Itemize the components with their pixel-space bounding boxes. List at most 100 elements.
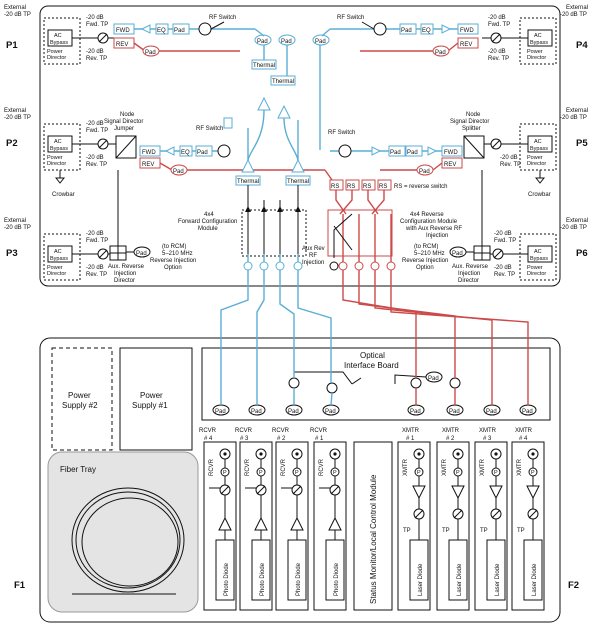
- photo-diode-box: [287, 539, 307, 601]
- svg-text:# 3: # 3: [483, 436, 492, 442]
- port-p6: P6: [576, 248, 588, 259]
- svg-text:RF Switch: RF Switch: [209, 15, 236, 21]
- connector-dot: [223, 452, 227, 456]
- svg-text:REV: REV: [116, 42, 128, 48]
- svg-text:5–210 MHz: 5–210 MHz: [414, 251, 445, 257]
- svg-text:(to RCM): (to RCM): [162, 244, 186, 250]
- upper-housing: [39, 5, 561, 287]
- svg-text:Pad: Pad: [315, 39, 326, 45]
- svg-text:Pad: Pad: [419, 169, 430, 175]
- laser-diode-label: Laser Diode: [418, 563, 424, 596]
- port-p5: P5: [576, 138, 588, 149]
- power-monitor-label: P: [259, 470, 263, 476]
- svg-text:Rev. TP: Rev. TP: [494, 272, 515, 278]
- svg-text:# 3: # 3: [240, 436, 249, 442]
- svg-text:XMTR: XMTR: [402, 428, 420, 434]
- svg-text:Splitter: Splitter: [462, 126, 481, 132]
- svg-text:Injection: Injection: [302, 260, 324, 266]
- svg-text:RCVR: RCVR: [310, 428, 328, 434]
- svg-text:AC: AC: [534, 33, 542, 39]
- svg-text:XMTR: XMTR: [442, 428, 460, 434]
- transmitter-labels: XMTR # 1 XMTR # 2 XMTR # 3 XMTR # 4: [402, 428, 533, 442]
- svg-text:Aux Rev: Aux Rev: [302, 246, 325, 252]
- laser-diode-box: [409, 539, 429, 601]
- power-monitor-label: P: [456, 470, 460, 476]
- svg-text:Bypass: Bypass: [50, 256, 68, 262]
- laser-diode-box: [448, 539, 468, 601]
- svg-text:EQ: EQ: [422, 28, 431, 34]
- svg-text:Supply #2: Supply #2: [62, 401, 98, 410]
- transmitter-vertical-label: XMTR: [403, 458, 409, 476]
- p3-port-group: AC Bypass Power Director -20 dB Fwd. TP …: [43, 231, 112, 281]
- svg-text:FWD: FWD: [116, 28, 130, 34]
- connector-dot: [531, 452, 535, 456]
- test-point-label: TP: [517, 528, 525, 534]
- svg-text:AC: AC: [534, 249, 542, 255]
- svg-text:Aux. Reverse: Aux. Reverse: [452, 264, 489, 270]
- svg-text:External: External: [4, 5, 26, 11]
- svg-text:-20 dB: -20 dB: [86, 49, 104, 55]
- svg-text:RF Switch: RF Switch: [328, 130, 355, 136]
- amplifier-icon: [254, 516, 268, 531]
- svg-text:Fwd. TP: Fwd. TP: [488, 22, 510, 28]
- svg-text:AC: AC: [54, 249, 62, 255]
- svg-text:RF Switch: RF Switch: [337, 15, 364, 21]
- svg-text:REV: REV: [460, 42, 472, 48]
- svg-text:Rev. TP: Rev. TP: [86, 56, 107, 62]
- svg-text:Option: Option: [164, 265, 182, 271]
- svg-text:Pad: Pad: [251, 409, 262, 415]
- connector-dot: [417, 452, 421, 456]
- svg-text:External: External: [4, 108, 26, 114]
- svg-text:RCVR: RCVR: [235, 428, 253, 434]
- power-supply-1: Power Supply #1: [119, 347, 193, 451]
- p4-port-group: AC Bypass Power Director -20 dB Fwd. TP …: [482, 15, 557, 65]
- svg-text:Pad: Pad: [173, 169, 184, 175]
- svg-text:Director: Director: [527, 55, 546, 61]
- center-forward-amps: Thermal Thermal: [235, 109, 311, 186]
- svg-text:-20 dB: -20 dB: [86, 265, 104, 271]
- power-monitor-label: P: [295, 470, 299, 476]
- svg-text:RF: RF: [309, 253, 317, 259]
- svg-text:Thermal: Thermal: [237, 179, 259, 185]
- svg-text:Pad: Pad: [288, 409, 299, 415]
- photo-diode-box: [215, 539, 235, 601]
- svg-text:Optical: Optical: [360, 351, 385, 360]
- svg-text:Supply #1: Supply #1: [132, 401, 168, 410]
- svg-text:Signal Director: Signal Director: [104, 119, 143, 125]
- svg-text:(to RCM): (to RCM): [414, 244, 438, 250]
- svg-text:AC: AC: [534, 139, 542, 145]
- port-p4: P4: [576, 40, 588, 51]
- svg-text:# 4: # 4: [204, 436, 213, 442]
- amplifier-icon: [290, 516, 304, 531]
- svg-text:Crowbar: Crowbar: [52, 192, 75, 198]
- svg-text:FWD: FWD: [460, 28, 474, 34]
- external-tp-p1: External -20 dB TP: [4, 5, 31, 18]
- svg-text:-20 dB TP: -20 dB TP: [4, 115, 31, 121]
- svg-text:Forward Configuration: Forward Configuration: [178, 219, 237, 225]
- p5-port-group: AC Bypass Power Director -20 dB Rev. TP …: [484, 123, 557, 198]
- reverse-config-module: 4x4 Reverse Configuration Module with Au…: [302, 190, 462, 271]
- photo-diode-box: [325, 539, 345, 601]
- svg-text:-20 dB: -20 dB: [86, 155, 104, 161]
- svg-text:-20 dB TP: -20 dB TP: [560, 225, 587, 231]
- svg-text:Node: Node: [466, 112, 481, 118]
- power-supply-2: Power Supply #2: [51, 347, 113, 451]
- photo-diode-label: Photo Diode: [296, 562, 302, 596]
- p4-signal-path: FWD REV EQ Pad RF Switch Pad: [337, 15, 479, 57]
- svg-text:Thermal: Thermal: [287, 179, 309, 185]
- test-point-label: TP: [442, 528, 450, 534]
- receiver-vertical-label: RCVR: [245, 458, 251, 476]
- photo-diode-label: Photo Diode: [334, 562, 340, 596]
- svg-text:Rev. TP: Rev. TP: [86, 162, 107, 168]
- svg-text:Bypass: Bypass: [530, 256, 548, 262]
- svg-text:Director: Director: [527, 271, 546, 277]
- svg-text:4x4: 4x4: [204, 212, 214, 218]
- svg-text:Injection: Injection: [114, 271, 136, 277]
- svg-text:Jumper: Jumper: [114, 126, 134, 132]
- reverse-fibers: [342, 270, 529, 405]
- svg-text:-20 dB: -20 dB: [86, 231, 104, 237]
- laser-diode-label: Laser Diode: [457, 563, 463, 596]
